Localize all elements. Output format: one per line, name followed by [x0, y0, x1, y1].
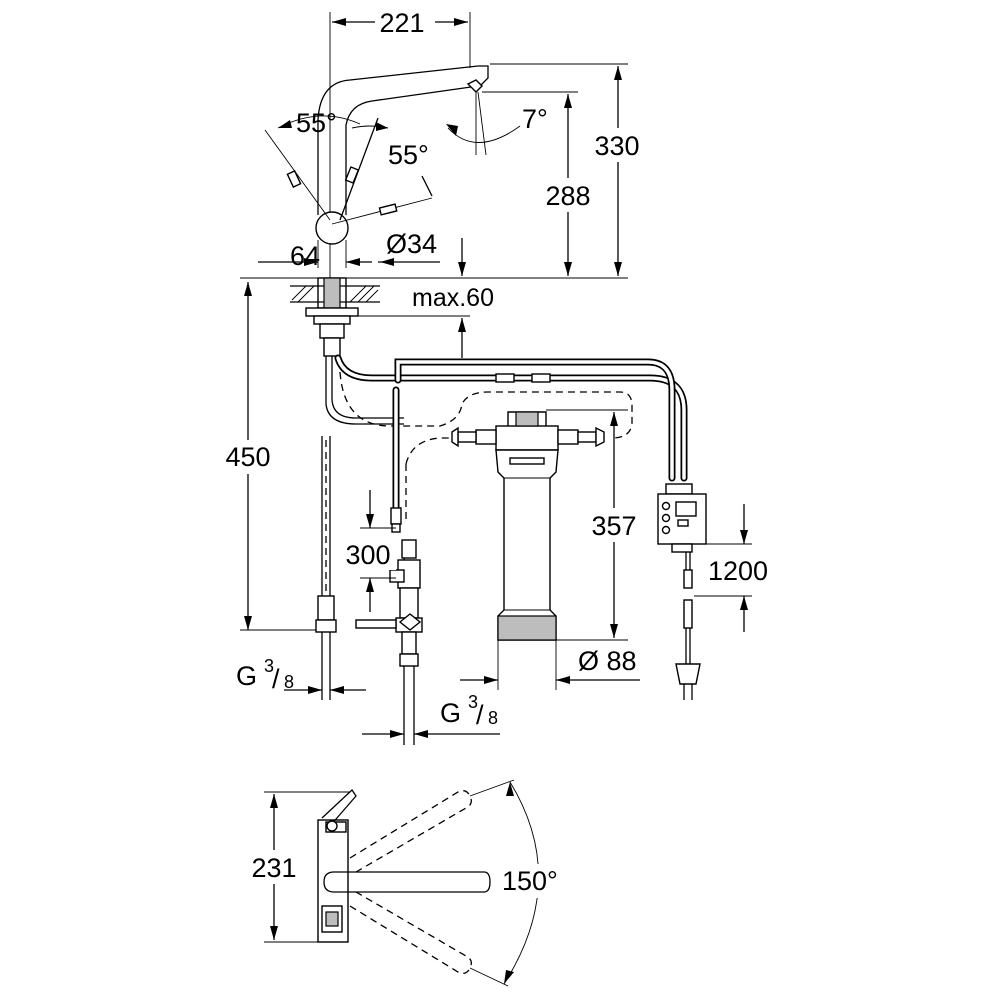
hose-300-label: 300	[345, 540, 390, 570]
hose-system	[315, 354, 688, 700]
swivel-right-label: 55°	[388, 140, 429, 170]
top-view-height-label: 231	[251, 853, 296, 883]
thickness-dimension: max.60	[350, 284, 494, 358]
base-dimensions: 64 Ø34	[258, 229, 466, 276]
faucet-body	[264, 65, 521, 245]
thread-left-denominator: 8	[284, 672, 294, 692]
filter-diameter-dimension: Ø 88	[460, 640, 640, 690]
thread-right-denominator: 8	[488, 708, 498, 728]
svg-text:/: /	[476, 700, 484, 730]
total-height-label: 330	[594, 131, 639, 161]
base-width-label: 64	[290, 241, 320, 271]
spout-reach-dimension: 221	[329, 6, 471, 290]
cable-length-dimension: 1200	[694, 504, 768, 632]
filter-height-dimension: 357	[546, 409, 644, 641]
hose-300-dimension: 300	[340, 490, 396, 612]
water-filter	[451, 411, 605, 641]
hose-length-dimension: 450	[218, 282, 316, 631]
height-dimensions: 330 288	[240, 63, 650, 279]
thread-left-dimension: G 3 / 8	[236, 656, 366, 694]
svg-text:/: /	[272, 664, 280, 694]
hole-diameter-label: Ø34	[386, 229, 437, 259]
thread-left-numerator: 3	[264, 656, 274, 676]
max-thickness-label: max.60	[412, 284, 494, 312]
electronic-control-box	[657, 483, 707, 700]
hose-length-label: 450	[225, 442, 270, 472]
cable-length-label: 1200	[708, 556, 768, 586]
thread-right-g: G	[440, 698, 461, 728]
valve-assembly	[355, 539, 423, 745]
thread-right-numerator: 3	[468, 692, 478, 712]
thread-left-g: G	[236, 661, 257, 691]
spout-reach-label: 221	[379, 8, 424, 38]
top-view-height-dimension: 231	[246, 791, 350, 943]
tilt-angle-label: 7°	[522, 104, 548, 134]
filter-diameter-label: Ø 88	[578, 646, 637, 676]
rotation-angle-label: 150°	[502, 866, 558, 896]
filter-height-label: 357	[591, 511, 636, 541]
spout-height-label: 288	[545, 181, 590, 211]
swivel-left-label: 55°	[296, 108, 337, 138]
countertop	[290, 277, 380, 357]
top-view: 150°	[317, 779, 566, 987]
thread-right-dimension: G 3 / 8	[362, 692, 500, 738]
